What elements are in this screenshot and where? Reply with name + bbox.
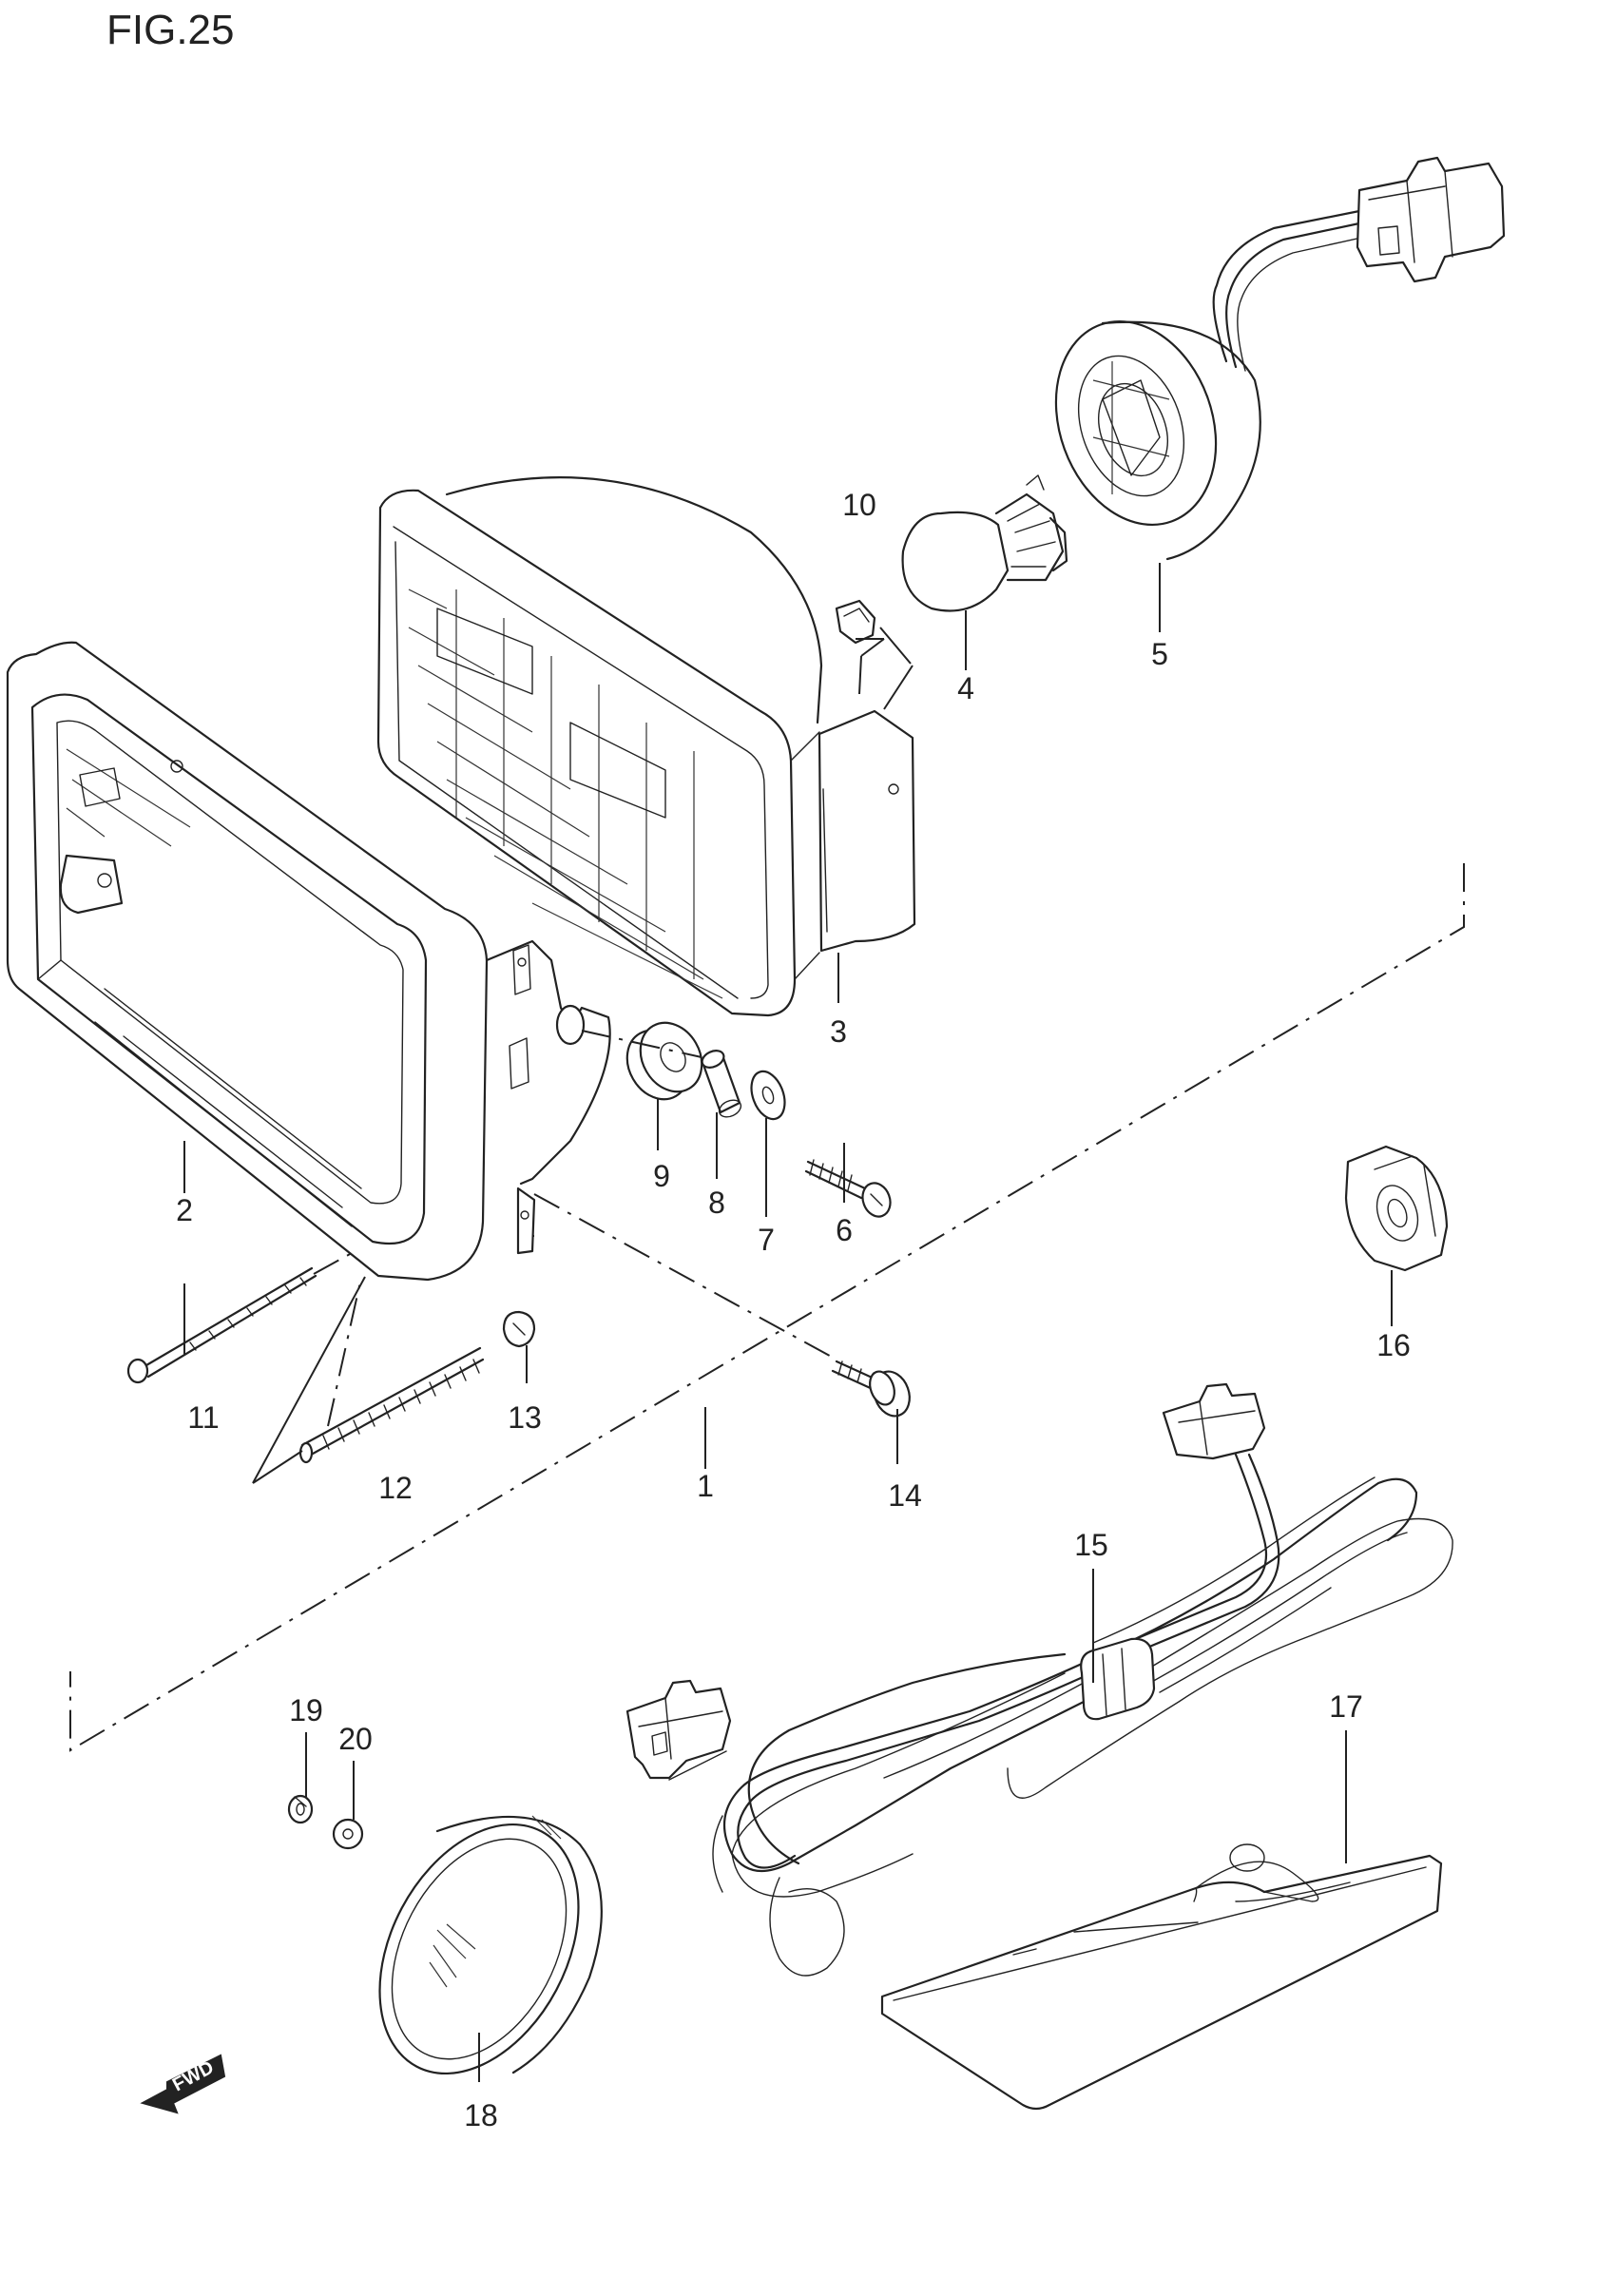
callout-20: 20 — [338, 1722, 373, 1756]
callout-11: 11 — [187, 1400, 219, 1435]
callout-1: 1 — [697, 1469, 714, 1503]
long-screw-part — [126, 1266, 317, 1384]
nut-part — [835, 599, 876, 645]
callout-8: 8 — [708, 1186, 725, 1220]
wire-grommet-part — [1344, 1145, 1449, 1272]
callout-18: 18 — [464, 2098, 498, 2132]
callout-4: 4 — [957, 671, 974, 705]
callout-7: 7 — [758, 1223, 775, 1257]
leader-lines — [183, 563, 1393, 2082]
callout-6: 6 — [836, 1213, 853, 1247]
callout-17: 17 — [1329, 1689, 1363, 1724]
bolt-part — [831, 1360, 911, 1418]
callout-10: 10 — [842, 488, 876, 522]
callout-14: 14 — [888, 1478, 922, 1513]
assembly-group-outline — [69, 863, 1465, 1752]
lens-cap-part — [378, 1815, 603, 2075]
spring-part — [298, 1346, 485, 1464]
callout-19: 19 — [289, 1693, 323, 1727]
figure-title: FIG.25 — [106, 7, 235, 53]
grommet-part — [625, 1021, 703, 1101]
callout-9: 9 — [653, 1159, 670, 1193]
sealed-beam-unit-part — [376, 476, 916, 1017]
screw-part — [804, 1159, 892, 1218]
callout-16: 16 — [1376, 1328, 1411, 1362]
callout-15: 15 — [1074, 1528, 1108, 1562]
wiring-harness-part — [625, 1382, 1453, 1977]
accessory-bag-part — [880, 1843, 1443, 2111]
spring-washer-part — [287, 1794, 314, 1824]
callout-3: 3 — [830, 1014, 847, 1049]
callout-13: 13 — [508, 1400, 542, 1435]
spring-nut-part — [502, 1310, 536, 1348]
flat-washer-part — [332, 1818, 364, 1850]
collar-part — [701, 1050, 742, 1118]
headlight-rim-part — [6, 641, 611, 1282]
callout-5: 5 — [1151, 637, 1168, 671]
forward-arrow-icon: FWD — [140, 2054, 226, 2114]
callout-labels: 1 2 3 4 5 6 7 8 9 10 11 12 13 14 15 16 1… — [176, 488, 1411, 2132]
callout-12: 12 — [378, 1471, 413, 1505]
bulb-socket-part — [1054, 156, 1506, 561]
callout-2: 2 — [176, 1193, 193, 1227]
bulb-part — [901, 474, 1068, 612]
washer-part — [750, 1070, 786, 1121]
